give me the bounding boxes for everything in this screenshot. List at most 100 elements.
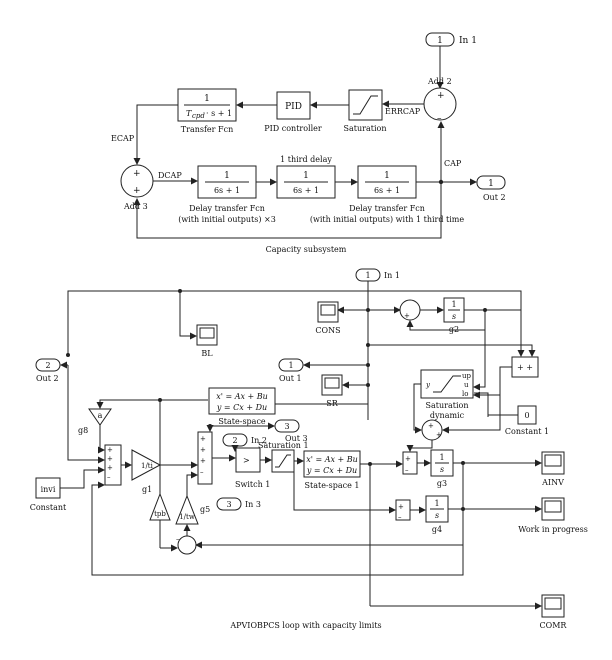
top-inport-in1[interactable]: 1 [425,32,455,47]
bottom-inport-in1[interactable]: 1 [355,268,381,282]
wip-scope-label: Work in progress [518,525,588,534]
transfer-fcn-den: T [186,109,192,118]
switch1-block[interactable]: > [235,447,261,473]
satdyn-label2: dynamic [430,411,465,420]
state-space-block[interactable]: x' = Ax + Bu y = Cx + Du [208,387,276,415]
g3-integrator[interactable]: 1 s [430,449,454,477]
g3-num: 1 [439,453,444,462]
bottom-out2-label: Out 2 [36,374,59,383]
constant-invi-block[interactable]: invi [35,477,61,499]
pid-controller-label: PID controller [264,124,322,133]
svg-text:+: + [404,312,410,320]
bottom-in1-label: In 1 [384,271,400,280]
delay1-den: 6s + 1 [214,186,240,195]
g4-den: s [435,511,439,520]
constant-invi-label: Constant [30,503,67,512]
svg-text:–: – [107,473,111,481]
delay-transfer-fcn-3[interactable]: 1 6s + 1 [357,165,417,199]
g2-den: s [452,312,456,321]
svg-text:>: > [243,456,250,465]
top-out2-label: Out 2 [483,193,506,202]
apviobpcs-caption: APVIOBPCS loop with capacity limits [229,621,381,630]
transfer-fcn-den-rest: · s + 1 [206,109,232,118]
g8-label: g8 [78,426,88,435]
left-sum-block[interactable]: + + + – [104,444,122,486]
top-outport-out2[interactable]: 1 [476,175,506,190]
delay3-label1: Delay transfer Fcn [349,204,425,213]
delay-transfer-fcn-2[interactable]: 1 6s + 1 [276,165,336,199]
ainv-scope[interactable] [541,451,565,475]
g4-sum[interactable]: + – [395,499,411,521]
svg-text:+: + [437,91,445,101]
g5-gain[interactable]: 1/tw [175,494,199,525]
g3-sum[interactable]: + – [402,451,418,475]
g4-integrator[interactable]: 1 s [425,495,449,523]
bl-scope-label: BL [201,349,213,358]
satdyn-output-sum[interactable]: + + [421,419,443,441]
dcap-signal-label: DCAP [158,171,182,180]
bottom-outport-out2[interactable]: 2 [35,358,61,372]
g5-input-sum[interactable]: – [176,535,197,555]
add2-sum[interactable]: + – [423,87,457,124]
satdyn-y: y [425,381,431,389]
tpb-gain[interactable]: tpb [149,492,171,521]
errcap-signal-label: ERRCAP [385,107,421,116]
g2-integrator[interactable]: 1 s [443,297,465,323]
g4-num: 1 [434,499,439,508]
add3-sum[interactable]: + + [120,164,154,198]
g5-label: g5 [200,505,210,514]
g8-gain[interactable]: a [88,408,112,426]
satdyn-lo: lo [462,390,468,398]
plus-plus-sum[interactable]: + + [511,356,539,378]
tpb-text: tpb [154,510,166,518]
pid-controller-block[interactable]: PID [276,91,311,120]
saturation-dynamic-block[interactable]: y up u lo [420,369,474,399]
delay-transfer-fcn-1[interactable]: 1 6s + 1 [197,165,257,199]
cons-scope[interactable] [317,301,339,323]
bottom-inport-in3[interactable]: 3 [216,497,242,511]
switch1-label: Switch 1 [235,480,270,489]
svg-text:–: – [176,535,180,543]
saturation1-block[interactable] [271,449,295,473]
second-sum-block[interactable]: + + + – [197,431,213,485]
transfer-fcn-block[interactable]: 1 T cpd · s + 1 [177,88,237,122]
state-space-1-block[interactable]: x' = Ax + Bu y = Cx + Du [303,450,361,478]
delay1-num: 1 [224,171,230,181]
top-add3-label: Add 3 [123,202,148,211]
constant1-value: 0 [524,411,529,420]
comr-scope[interactable] [541,594,565,618]
delay3-label2: (with initial outputs) with 1 third time [310,215,465,224]
cap-signal-label: CAP [444,159,462,168]
bottom-outport-out1[interactable]: 1 [278,358,304,372]
g2-num: 1 [451,300,456,309]
transfer-fcn-label: Transfer Fcn [181,125,233,134]
sr-scope[interactable] [321,374,343,396]
svg-text:–: – [437,114,442,124]
plus-plus-text: + + [517,363,533,372]
ss1-line1: x' = Ax + Bu [216,392,268,401]
wip-scope[interactable] [541,497,565,521]
svg-text:+: + [428,422,434,430]
ainv-scope-label: AINV [541,478,564,487]
bottom-out3-num: 3 [284,422,289,431]
svg-text:+: + [200,457,206,465]
top-saturation-block[interactable] [348,89,383,121]
transfer-fcn-num: 1 [204,94,210,104]
bottom-outport-out3[interactable]: 3 [274,419,300,433]
constant1-block[interactable]: 0 [517,405,537,425]
svg-text:+: + [133,186,141,196]
bottom-out3-label: Out 3 [285,434,308,443]
g1-label: g1 [142,485,152,494]
bottom-inport-in2[interactable]: 2 [222,433,248,447]
g1-gain[interactable]: 1/ti [131,449,162,481]
top-out2-num: 1 [488,179,494,189]
ss2-line1: x' = Ax + Bu [306,455,358,464]
bl-scope[interactable] [196,324,218,346]
constant-invi-value: invi [41,485,56,494]
g1-text: 1/ti [141,462,154,470]
constant1-label: Constant 1 [505,427,549,436]
svg-text:+: + [436,431,442,439]
g2-sum[interactable]: + [399,299,421,321]
delay2-num: 1 [303,171,309,181]
